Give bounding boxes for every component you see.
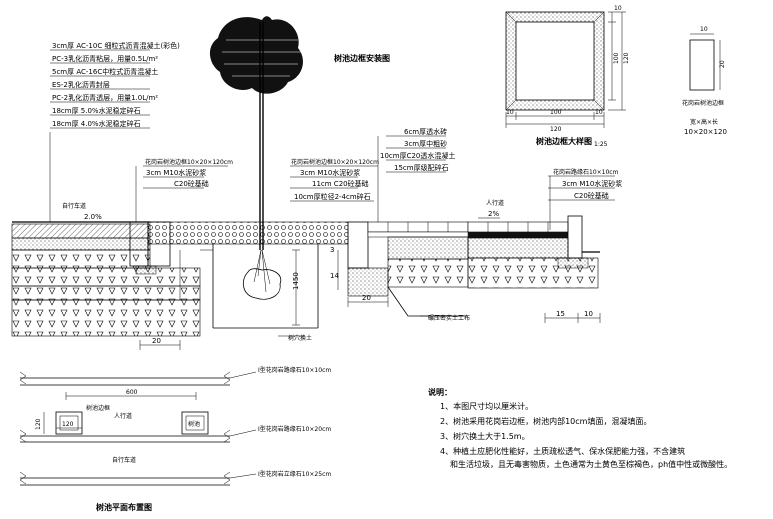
plan-bike-lane: 自行车道: [112, 456, 136, 464]
note-3: 3、树穴换土大于1.5m。: [440, 431, 530, 441]
dim-20-left: 20: [152, 337, 161, 345]
plan-line-1: I型花岗岩路缘石10×10cm: [258, 366, 331, 374]
dim-1450: 1450: [292, 272, 300, 290]
detail-dim-100: 100: [613, 52, 620, 64]
layer-3: 5cm厚 AC-16C中粒式沥青混凝土: [52, 67, 158, 76]
mortar-left-label: 3cm M10水泥砂浆: [146, 168, 206, 177]
detail-dim-b100: 100: [550, 109, 562, 116]
plan-line-2: I型花岗岩路缘石10×20cm: [258, 425, 331, 433]
left-curb: [129, 221, 349, 275]
layer-5: PC-2乳化沥青透层，用量1.0L/m²: [52, 93, 158, 102]
plan-dim-120b: 120: [35, 418, 42, 430]
curb-size-label: 宽×高×长: [690, 118, 718, 126]
detail-scale: 1:25: [594, 141, 608, 148]
curb-size: 10×20×120: [684, 128, 727, 136]
road-label: 自行车道: [62, 202, 86, 210]
plan-dim-600: 600: [126, 389, 138, 396]
note-1: 1、本图尺寸均以厘米计。: [440, 401, 533, 411]
plan-tree-pit-a: 树池边框: [86, 404, 110, 412]
notes-heading: 说明：: [428, 387, 452, 397]
layer-2: PC-3乳化沥青粘层，用量0.5L/m²: [52, 54, 158, 63]
slope-left-label: 2.0%: [84, 213, 102, 221]
layer-6: 18cm厚 5.0%水泥稳定碎石: [52, 106, 141, 115]
layer-4: ES-2乳化沥青封层: [52, 80, 110, 89]
sand-label: 3cm厚中粗砂: [404, 139, 447, 148]
detail-dim-b10a: 10: [506, 109, 514, 116]
detail-dim-b120: 120: [550, 126, 562, 133]
dim-20-mid: 20: [362, 294, 371, 302]
right-pavement: [467, 215, 600, 289]
dim-15: 15: [556, 310, 565, 318]
layer-7: 18cm厚 4.0%水泥稳定碎石: [52, 119, 141, 128]
detail-dim-120: 120: [623, 52, 630, 64]
detail-drawing: 10 100 120 10 100 10 120 树池边框大样图 1:25 10…: [505, 5, 727, 148]
planting-soil-label: 树穴换土: [288, 334, 312, 342]
note-2: 2、树池采用花岗岩边框，树池内部10cm填面，混凝填面。: [440, 416, 651, 426]
section-title: 树池边框安装图: [334, 53, 390, 63]
c20-right-label: C20砼基础: [574, 191, 609, 200]
plan-sidewalk: 人行道: [114, 412, 132, 420]
leader-lines: [49, 132, 615, 337]
note-5: 和生活垃圾，且无毒害物质，土色通常为土黄色至棕褐色，ph值中性或微酸性。: [450, 459, 732, 469]
curb-dim-w: 10: [700, 26, 708, 33]
notes-block: 说明： 1、本图尺寸均以厘米计。 2、树池采用花岗岩边框，树池内部10cm填面，…: [428, 387, 732, 469]
c20-concrete-label: 10cm厚C20透水混凝土: [380, 151, 455, 160]
curb-dim-h: 20: [719, 60, 726, 68]
brick-label: 6cm厚透水砖: [404, 127, 447, 136]
mortar-right-label: 3cm M10水泥砂浆: [562, 179, 622, 188]
c20-left-label: C20砼基础: [174, 179, 209, 188]
gravel-label: 10cm厚粒径2-4cm碎石: [294, 192, 371, 201]
plan-line-3: I型花岗岩立缘石10×25cm: [258, 470, 331, 478]
plan-title: 树池平面布置图: [96, 502, 152, 512]
layer-callout-lines: [50, 49, 150, 129]
base-gravel-label: 15cm厚级配碎石: [394, 163, 449, 172]
section-drawing: 3cm厚 AC-10C 细粒式沥青混凝土(彩色) PC-3乳化沥青粘层，用量0.…: [11, 16, 622, 350]
plan-tree-pit-b: 树池: [188, 420, 200, 428]
dim-3: 3: [330, 246, 334, 254]
curb-caption: 花岗岩树池边框: [682, 99, 724, 107]
section-dimensions: [139, 249, 601, 350]
plan-dim-120: 120: [62, 421, 74, 428]
sidewalk-label: 人行道: [486, 199, 504, 207]
slope-right-label: 2%: [488, 210, 499, 218]
detail-dim-b10b: 10: [595, 109, 603, 116]
detail-dim-top-10: 10: [614, 5, 622, 12]
tree-icon: [209, 16, 303, 300]
dim-10: 10: [584, 310, 593, 318]
dim-14: 14: [330, 272, 339, 280]
plan-drawing: I型花岗岩路缘石10×10cm I型花岗岩路缘石10×20cm I型花岗岩立缘石…: [19, 366, 331, 512]
mortar-mid-label: 3cm M10水泥砂浆: [300, 168, 360, 177]
layer-1: 3cm厚 AC-10C 细粒式沥青混凝土(彩色): [52, 41, 180, 50]
curb-left-label: 花岗岩树池边框10×20×120cm: [145, 158, 233, 166]
c20-mid-label: 11cm C20砼基础: [312, 179, 369, 188]
curb-right-label: 花岗岩路缘石10×10cm: [553, 168, 619, 176]
curb-mid-label: 花岗岩树池边框10×20×120cm: [291, 158, 379, 166]
soil-base-label: 碾压密实土工布: [428, 314, 470, 322]
note-4: 4、种植土应肥化性能好，土质疏松透气、保水保肥能力强，不含建筑: [440, 446, 685, 456]
middle-curb: [347, 221, 469, 317]
detail-title: 树池边框大样图: [536, 136, 592, 146]
tree-pit: [200, 244, 319, 329]
